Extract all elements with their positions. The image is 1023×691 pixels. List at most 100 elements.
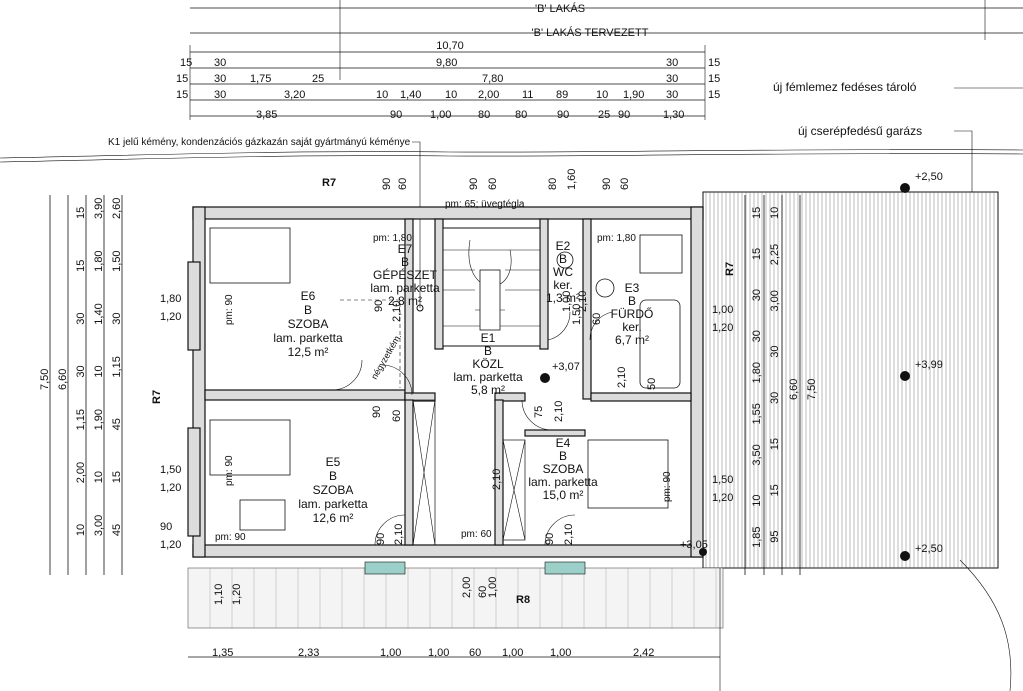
pm-left-3: pm: 90 [215, 532, 246, 543]
dim-text: 10 [445, 89, 457, 101]
door-dim-text: 2,10 [616, 367, 628, 388]
bed-icon [587, 439, 669, 509]
door-dim-text: 1,00 [561, 291, 573, 312]
bathtub-icon [639, 299, 681, 389]
dim-text: 3,00 [93, 515, 105, 536]
room-area: 5,8 m² [471, 383, 505, 397]
dim-text: 15 [769, 438, 781, 450]
dim-text: 1,40 [93, 303, 105, 324]
dim-text: 1,00 [550, 647, 571, 659]
dim-text: 90 [160, 521, 172, 533]
dim-text: 1,15 [75, 409, 87, 430]
door-dim-text: 2,10 [553, 401, 565, 422]
level-markers: +2,50 +3,99 +2,50 +3,07 +3,05 [540, 171, 943, 561]
dim-row-5: 3,85 90 1,00 80 80 90 25 90 1,30 [256, 109, 684, 121]
room-area: 12,5 m² [288, 345, 329, 359]
dim-text: 15 [111, 471, 123, 483]
dim-text: 80 [478, 109, 490, 121]
dim-text: 15 [180, 57, 192, 69]
room-unit: B [559, 252, 567, 266]
room-e7: E7 B GÉPÉSZET lam. parketta 2,8 m² [370, 242, 440, 308]
room-area: 12,6 m² [313, 511, 354, 525]
room-floor: lam. parketta [370, 281, 440, 295]
room-label: E7 [398, 242, 413, 256]
room-unit: B [304, 303, 312, 317]
dim-text: 1,80 [751, 362, 763, 383]
dim-text: 1,20 [160, 482, 181, 494]
door-dim-text: 90 [371, 406, 383, 418]
door-dim-text: 90 [381, 178, 393, 190]
door-dim-text: 2,10 [491, 469, 503, 490]
door-dim-text: 60 [619, 178, 631, 190]
dim-text: 90 [557, 109, 569, 121]
dim-text: 30 [75, 365, 87, 377]
dim-text: 3,50 [751, 444, 763, 465]
door-dim-text: 60 [477, 586, 489, 598]
wc-icon [595, 278, 615, 298]
dim-text: 3,90 [93, 198, 105, 219]
room-area: 1,3 m² [546, 291, 580, 305]
dim-text: 1,35 [212, 647, 233, 659]
dim-row-3: 15 30 1,75 25 7,80 30 15 [176, 73, 720, 85]
dim-text: 2,00 [478, 89, 499, 101]
dim-text: 1,00 [430, 109, 451, 121]
room-e4: E4 B SZOBA lam. parketta 15,0 m² [528, 436, 598, 502]
dim-text: 25 [598, 109, 610, 121]
dim-text: 10 [75, 524, 87, 536]
dim-text: 1,20 [231, 584, 243, 605]
door-dim-text: 60 [487, 178, 499, 190]
dim-text: 1,50 [160, 464, 181, 476]
dim-text: 1,00 [380, 647, 401, 659]
room-unit: B [484, 344, 492, 358]
header-subtitle: 'B' LAKÁS TERVEZETT [532, 26, 649, 39]
pm-left-1: pm: 90 [224, 294, 235, 325]
dim-text: 15 [176, 89, 188, 101]
room-label: E4 [556, 436, 571, 450]
door-dim-text: 90 [601, 178, 613, 190]
level-top: +2,50 [915, 171, 943, 183]
room-name: WC [553, 265, 573, 279]
level-hall: +3,07 [552, 361, 580, 373]
dim-text: 1,20 [712, 322, 733, 334]
dim-text: 30 [214, 89, 226, 101]
dim-text: 3,20 [284, 89, 305, 101]
dim-text: 1,90 [623, 89, 644, 101]
level-mid: +3,99 [915, 359, 943, 371]
pm-e3: pm: 1,80 [597, 233, 636, 244]
wc-icon [556, 251, 574, 269]
dim-text: 30 [111, 312, 123, 324]
pm-e7: pm: 1,80 [373, 233, 412, 244]
dim-text: 10 [769, 207, 781, 219]
desk-icon [239, 499, 286, 531]
dim-text: 89 [556, 89, 568, 101]
dim-right-inner: 6,60 [788, 379, 800, 400]
dim-text: 1,20 [160, 539, 181, 551]
dim-left-outer: 7,50 [39, 369, 51, 390]
dim-text: 1,20 [160, 311, 181, 323]
door-dim-text: 90 [375, 533, 387, 545]
level-stair-bottom: +3,05 [680, 539, 708, 551]
dim-text: 30 [751, 330, 763, 342]
dim-text: 1,00 [428, 647, 449, 659]
room-e2: E2 B WC ker. 1,3 m² [546, 239, 580, 305]
room-floor: lam. parketta [528, 475, 598, 489]
door-dim-text: 1,00 [487, 577, 499, 598]
dim-text: 2,00 [75, 462, 87, 483]
dim-total-width: 10,70 [436, 40, 464, 52]
right-dimension-chain: 7,50 6,60 [744, 195, 818, 575]
storage-note: új fémlemez fedéses tároló [773, 80, 917, 94]
room-floor: lam. parketta [298, 497, 368, 511]
room-name: SZOBA [313, 483, 354, 497]
dim-text: 60 [469, 647, 481, 659]
room-floor: lam. parketta [273, 331, 343, 345]
room-label: E2 [556, 239, 571, 253]
dim-right-outer: 7,50 [806, 379, 818, 400]
dim-text: 30 [214, 73, 226, 85]
dim-text: 10 [376, 89, 388, 101]
garage-note: új cserépfedésű garázs [798, 124, 922, 138]
chimney-box-label: négyzetkém. [369, 332, 403, 381]
dim-text: 1,00 [712, 304, 733, 316]
dim-text: 2,33 [298, 647, 319, 659]
door-dim-text: 1,50 [571, 304, 583, 325]
